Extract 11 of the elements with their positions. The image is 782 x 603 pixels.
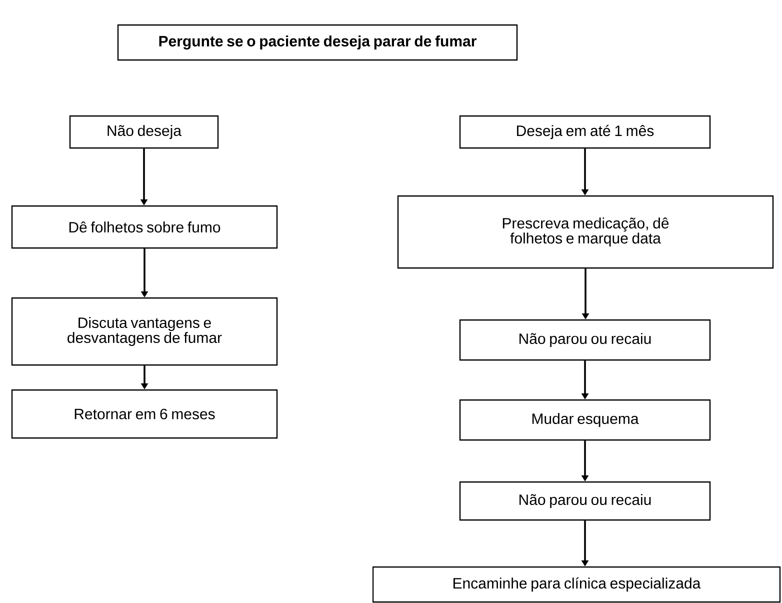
process-box: Não parou ou recaiu [459,319,711,361]
process-box: Discuta vantagens e desvantagens de fumar [11,297,278,366]
process-box: Deseja em até 1 mês [459,115,711,149]
process-box: Dê folhetos sobre fumo [11,205,278,249]
process-box: Retornar em 6 meses [11,389,278,439]
process-box: Prescreva medicação, dê folhetos e marque data [397,195,774,269]
process-box: Mudar esquema [459,399,711,441]
process-box: Não deseja [69,115,219,149]
process-box: Não parou ou recaiu [459,481,711,521]
title-box: Pergunte se o paciente deseja parar de fumar [117,24,518,61]
process-box: Encaminhe para clínica especializada [372,566,781,603]
